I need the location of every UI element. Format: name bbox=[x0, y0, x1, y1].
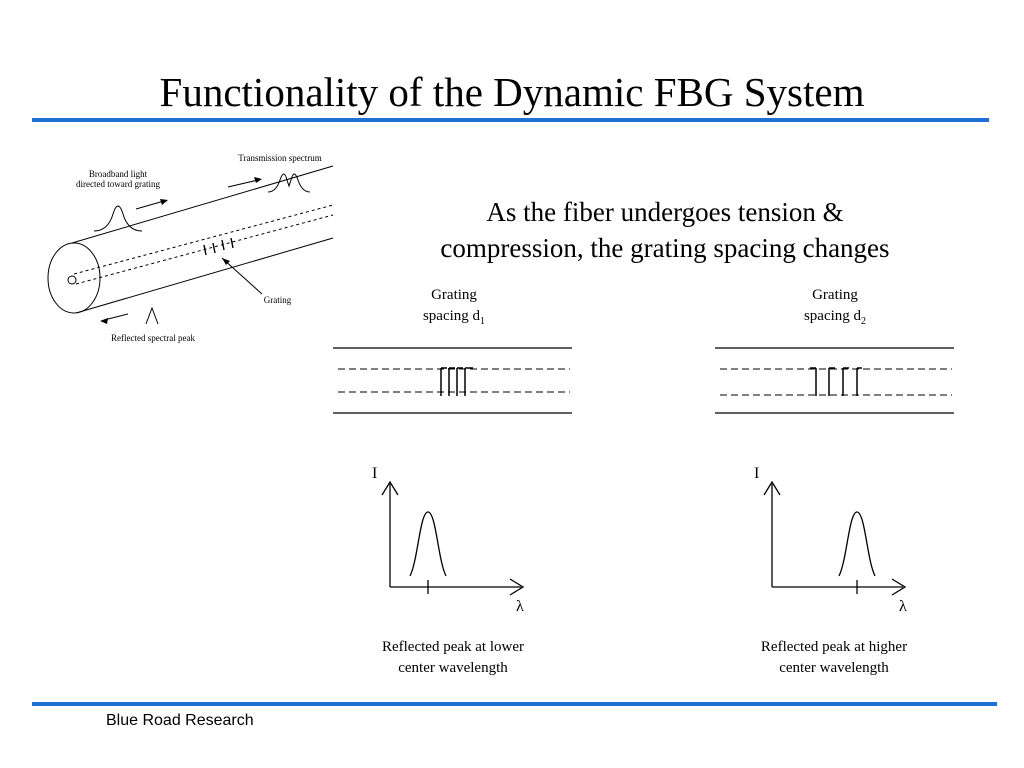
footer-company-name: Blue Road Research bbox=[106, 712, 254, 729]
panel1-grating-label: Grating spacing d1 bbox=[394, 285, 514, 332]
slide-title: Functionality of the Dynamic FBG System bbox=[159, 69, 865, 115]
panel2-grating-word: Grating bbox=[812, 287, 858, 303]
panel2-reflected-peak bbox=[838, 511, 876, 577]
panel2-caption-line2: center wavelength bbox=[779, 660, 889, 676]
broadband-spectrum-curve bbox=[93, 205, 143, 232]
input-light-label: Broadband light directed toward grating bbox=[68, 169, 168, 189]
fiber-upper-edge bbox=[71, 165, 334, 244]
explanation-line1: As the fiber undergoes tension & bbox=[486, 197, 844, 227]
grating-pointer-line bbox=[221, 257, 263, 295]
fiber-lower-edge bbox=[75, 237, 334, 314]
title-divider bbox=[32, 118, 989, 122]
input-arrow-head bbox=[160, 199, 168, 205]
fiber-core-upper bbox=[73, 204, 334, 275]
grating-label: Grating bbox=[263, 295, 292, 305]
fiber-grating-marks bbox=[203, 237, 234, 256]
explanation-line2: compression, the grating spacing changes bbox=[440, 233, 890, 263]
panel1-spacing-subscript: 1 bbox=[480, 316, 486, 327]
panel1-x-axis-label: λ bbox=[516, 598, 524, 615]
panel1-x-arrowhead bbox=[509, 578, 525, 596]
explanation-text: As the fiber undergoes tension & compres… bbox=[360, 194, 970, 266]
reflected-arrow-line bbox=[103, 313, 129, 321]
panel2-x-axis-label: λ bbox=[899, 598, 907, 615]
input-light-label-line2: directed toward grating bbox=[76, 179, 160, 189]
panel2-y-arrowhead bbox=[763, 480, 781, 496]
panel2-spacing-text: spacing d bbox=[803, 308, 862, 324]
reflected-arrow-head bbox=[100, 318, 108, 324]
panel1-spacing-text: spacing d bbox=[422, 308, 481, 324]
panel1-caption: Reflected peak at lower center wavelengt… bbox=[343, 637, 563, 679]
footer-divider bbox=[32, 702, 997, 706]
panel1-y-arrowhead bbox=[381, 480, 399, 496]
panel1-grating-marks bbox=[440, 367, 473, 396]
panel2-spacing-label: spacing d2 bbox=[775, 306, 895, 332]
transmission-arrow-line bbox=[227, 179, 259, 188]
panel1-reflected-peak bbox=[409, 511, 447, 577]
reflected-peak-curve bbox=[145, 306, 159, 325]
panel2-grating-marks bbox=[810, 367, 862, 396]
input-light-label-line1: Broadband light bbox=[88, 169, 148, 179]
panel2-spacing-subscript: 2 bbox=[861, 316, 867, 327]
grating-pointer-arrowhead bbox=[222, 258, 230, 265]
panel2-caption-line1: Reflected peak at higher bbox=[760, 639, 908, 655]
fiber-core-end bbox=[67, 275, 77, 285]
reflected-peak-label: Reflected spectral peak bbox=[111, 333, 195, 343]
panel1-caption-line1: Reflected peak at lower bbox=[381, 639, 524, 655]
transmission-arrow-head bbox=[254, 177, 262, 183]
panel1-spacing-label: spacing d1 bbox=[394, 306, 514, 332]
panel2-grating-label: Grating spacing d2 bbox=[775, 285, 895, 332]
panel1-grating-word: Grating bbox=[431, 287, 477, 303]
panel2-caption: Reflected peak at higher center waveleng… bbox=[724, 637, 944, 679]
panel2-y-axis-label: I bbox=[754, 465, 760, 482]
transmission-spectrum-label: Transmission spectrum bbox=[238, 153, 322, 163]
transmission-spectrum-curve bbox=[267, 173, 311, 193]
panel1-y-axis-label: I bbox=[372, 465, 378, 482]
panel1-caption-line2: center wavelength bbox=[398, 660, 508, 676]
panel2-x-arrowhead bbox=[891, 578, 907, 596]
input-arrow-line bbox=[135, 200, 165, 210]
